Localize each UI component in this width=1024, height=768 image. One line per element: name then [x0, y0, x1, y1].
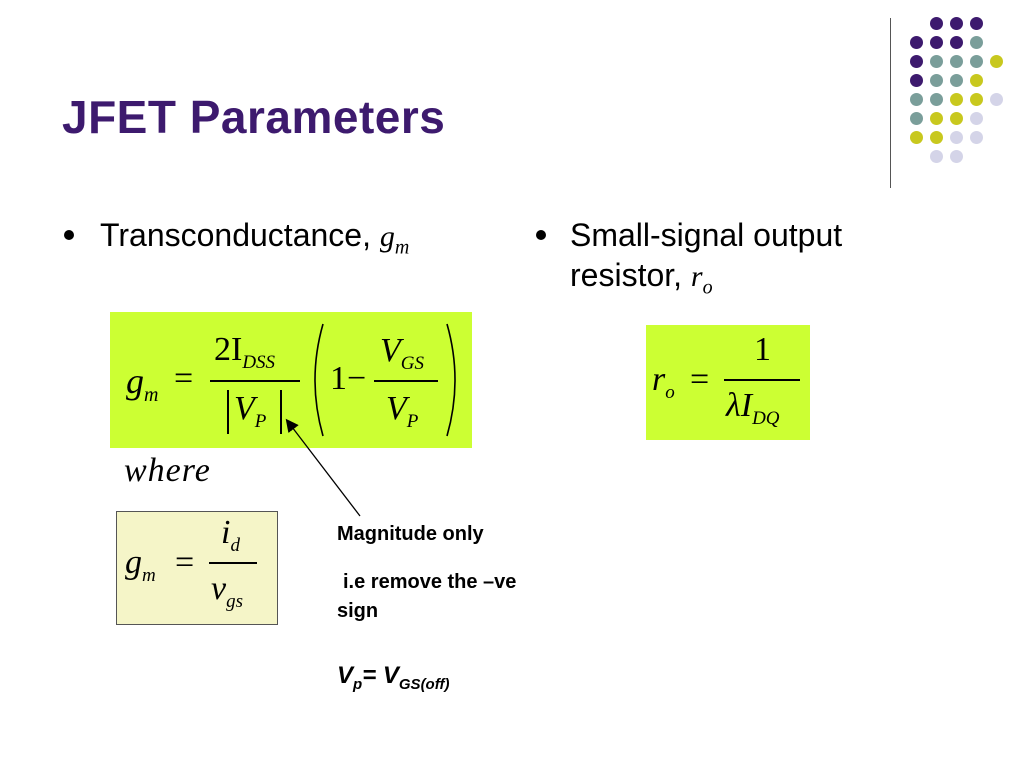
decorative-dot — [950, 17, 963, 30]
ro-denominator: λIDQ — [726, 387, 780, 429]
ro-symbol: r — [690, 260, 703, 293]
gm-small-lhs: gm — [125, 544, 156, 586]
decorative-dot — [990, 55, 1003, 68]
decorative-dot — [910, 131, 923, 144]
ro-symbol-sub: o — [702, 276, 713, 299]
decorative-dot — [930, 112, 943, 125]
decorative-dot — [950, 112, 963, 125]
bullet-label-line1: Small-signal output — [570, 217, 843, 253]
gm-small-numerator: id — [221, 514, 240, 556]
gm-numerator: 2IDSS — [214, 331, 276, 373]
decorative-dot — [970, 17, 983, 30]
one-minus: 1− — [330, 360, 367, 397]
bullet-output-resistor: Small-signal output resistor, ro — [570, 215, 842, 307]
decorative-dot — [930, 36, 943, 49]
decorative-dot — [950, 131, 963, 144]
decorative-dot — [970, 112, 983, 125]
equals-sign: = — [175, 544, 195, 581]
gm-symbol-sub: m — [394, 236, 410, 259]
decorative-dot — [970, 36, 983, 49]
decorative-dot — [910, 93, 923, 106]
decorative-dot — [970, 55, 983, 68]
ro-lhs: ro — [652, 361, 675, 403]
decorative-dot — [930, 93, 943, 106]
decorative-dot — [970, 93, 983, 106]
remove-sign-note-line2: sign — [337, 600, 379, 622]
decorative-dot — [930, 150, 943, 163]
fraction-bar — [209, 562, 257, 564]
decorative-dot — [950, 55, 963, 68]
bullet-transconductance: Transconductance, gm — [100, 215, 409, 267]
decorative-dot — [910, 112, 923, 125]
decorative-dot — [930, 17, 943, 30]
vp-equals-vgsoff-note: Vp= VGS(off) — [337, 662, 450, 693]
decorative-dot — [950, 150, 963, 163]
inner-denominator: VP — [386, 390, 419, 432]
gm-small-formula-box: gm = id vgs — [116, 511, 278, 625]
bullet-marker — [536, 230, 546, 240]
gm-formula-box: gm = 2IDSS VP 1− VGS VP — [110, 312, 472, 448]
bullet-marker — [64, 230, 74, 240]
equals-sign: = — [690, 361, 710, 398]
slide-title: JFET Parameters — [62, 91, 446, 143]
bullet-label-line2: resistor, — [570, 257, 691, 293]
decorative-dot — [950, 93, 963, 106]
abs-bar-right — [280, 390, 282, 434]
inner-fraction-bar — [374, 380, 438, 382]
fraction-bar — [210, 380, 300, 382]
remove-sign-note-line1: i.e remove the –ve — [343, 571, 517, 593]
gm-denominator: VP — [234, 390, 267, 432]
decorative-dot — [910, 74, 923, 87]
equals-sign: = — [174, 360, 194, 397]
decorative-dot — [970, 131, 983, 144]
right-paren — [446, 323, 456, 437]
magnitude-note: Magnitude only — [337, 523, 484, 545]
decorative-dot — [930, 131, 943, 144]
fraction-bar — [724, 379, 800, 381]
decorative-dot — [930, 74, 943, 87]
ro-numerator: 1 — [754, 331, 771, 368]
decorative-dot — [910, 36, 923, 49]
gm-small-denominator: vgs — [211, 570, 243, 612]
gm-symbol: g — [379, 220, 395, 253]
ro-formula-box: ro = 1 λIDQ — [646, 325, 810, 440]
left-paren — [314, 323, 324, 437]
decorative-dot — [970, 74, 983, 87]
decorative-dot — [950, 74, 963, 87]
decorative-dot — [910, 55, 923, 68]
gm-lhs: gm — [126, 361, 159, 407]
title-divider — [890, 18, 891, 188]
where-label: where — [124, 452, 211, 489]
bullet-label: Transconductance, — [100, 217, 380, 253]
inner-numerator: VGS — [380, 332, 425, 374]
decorative-dot — [950, 36, 963, 49]
decorative-dot — [990, 93, 1003, 106]
abs-bar-left — [227, 390, 229, 434]
decorative-dot — [930, 55, 943, 68]
